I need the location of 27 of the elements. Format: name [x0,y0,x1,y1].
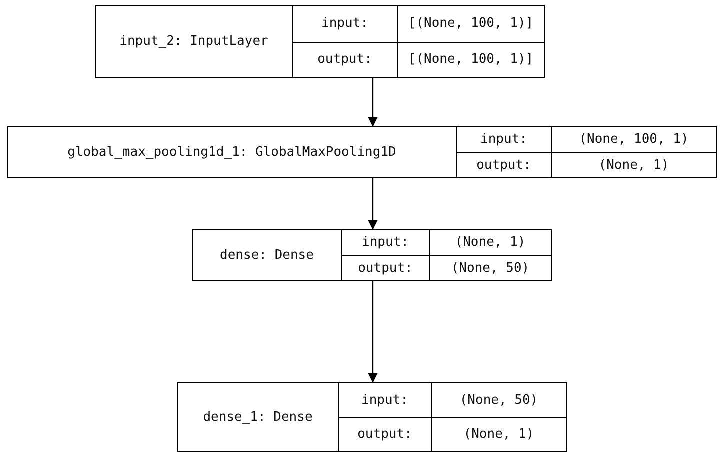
port-label: input: [341,230,429,255]
port-label: input: [292,6,397,42]
arrow [368,178,378,230]
layer-box [177,382,567,452]
port-label: output: [292,42,397,77]
shape-value: (None, 50) [431,383,566,417]
port-label: output: [456,152,551,177]
shape-value: (None, 1) [429,230,551,255]
arrow [368,281,378,383]
port-label: input: [338,383,431,417]
layer-name: global_max_pooling1d_1: GlobalMaxPooling1D [66,144,398,162]
layer-box [192,229,552,281]
port-label: output: [338,417,431,451]
shape-value: (None, 1) [431,417,566,451]
port-label: output: [341,255,429,280]
shape-value: (None, 1) [551,152,716,177]
layer-name: dense_1: Dense [202,408,314,426]
layer-box [7,126,717,178]
port-label: input: [456,127,551,152]
layer-name: input_2: InputLayer [118,33,270,51]
shape-value: [(None, 100, 1)] [397,6,544,42]
shape-value: (None, 100, 1) [551,127,716,152]
shape-value: (None, 50) [429,255,551,280]
shape-value: [(None, 100, 1)] [397,42,544,77]
layer-box [95,5,545,78]
arrow [368,78,378,127]
layer-name: dense: Dense [219,246,315,264]
